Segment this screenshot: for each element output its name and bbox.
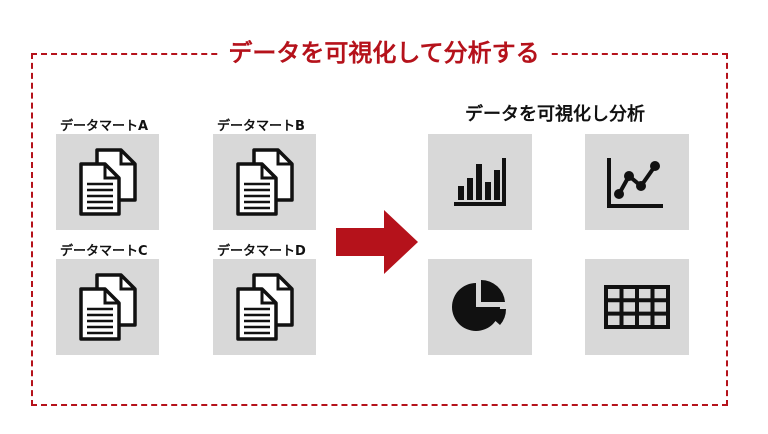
source-tile-c (56, 259, 159, 355)
diagram-title: データを可視化して分析する (0, 38, 768, 68)
documents-icon (78, 273, 137, 341)
output-title: データを可視化し分析 (465, 104, 645, 125)
output-tile-bar (428, 134, 532, 230)
source-tile-b (213, 134, 316, 230)
line-chart-icon (607, 158, 663, 208)
output-tile-pie (428, 259, 532, 355)
source-label-c: データマートC (60, 244, 148, 259)
documents-icon (235, 273, 294, 341)
source-tile-a (56, 134, 159, 230)
pie-chart-icon (452, 279, 507, 331)
table-icon (604, 285, 670, 329)
documents-icon (235, 148, 294, 216)
output-tile-table (585, 259, 689, 355)
output-tile-line (585, 134, 689, 230)
bar-chart-icon (454, 158, 506, 206)
documents-icon (78, 148, 137, 216)
source-label-a: データマートA (60, 119, 149, 134)
source-label-b: データマートB (217, 119, 305, 134)
source-tile-d (213, 259, 316, 355)
source-label-d: データマートD (217, 244, 306, 259)
right-arrow-icon (336, 210, 418, 274)
